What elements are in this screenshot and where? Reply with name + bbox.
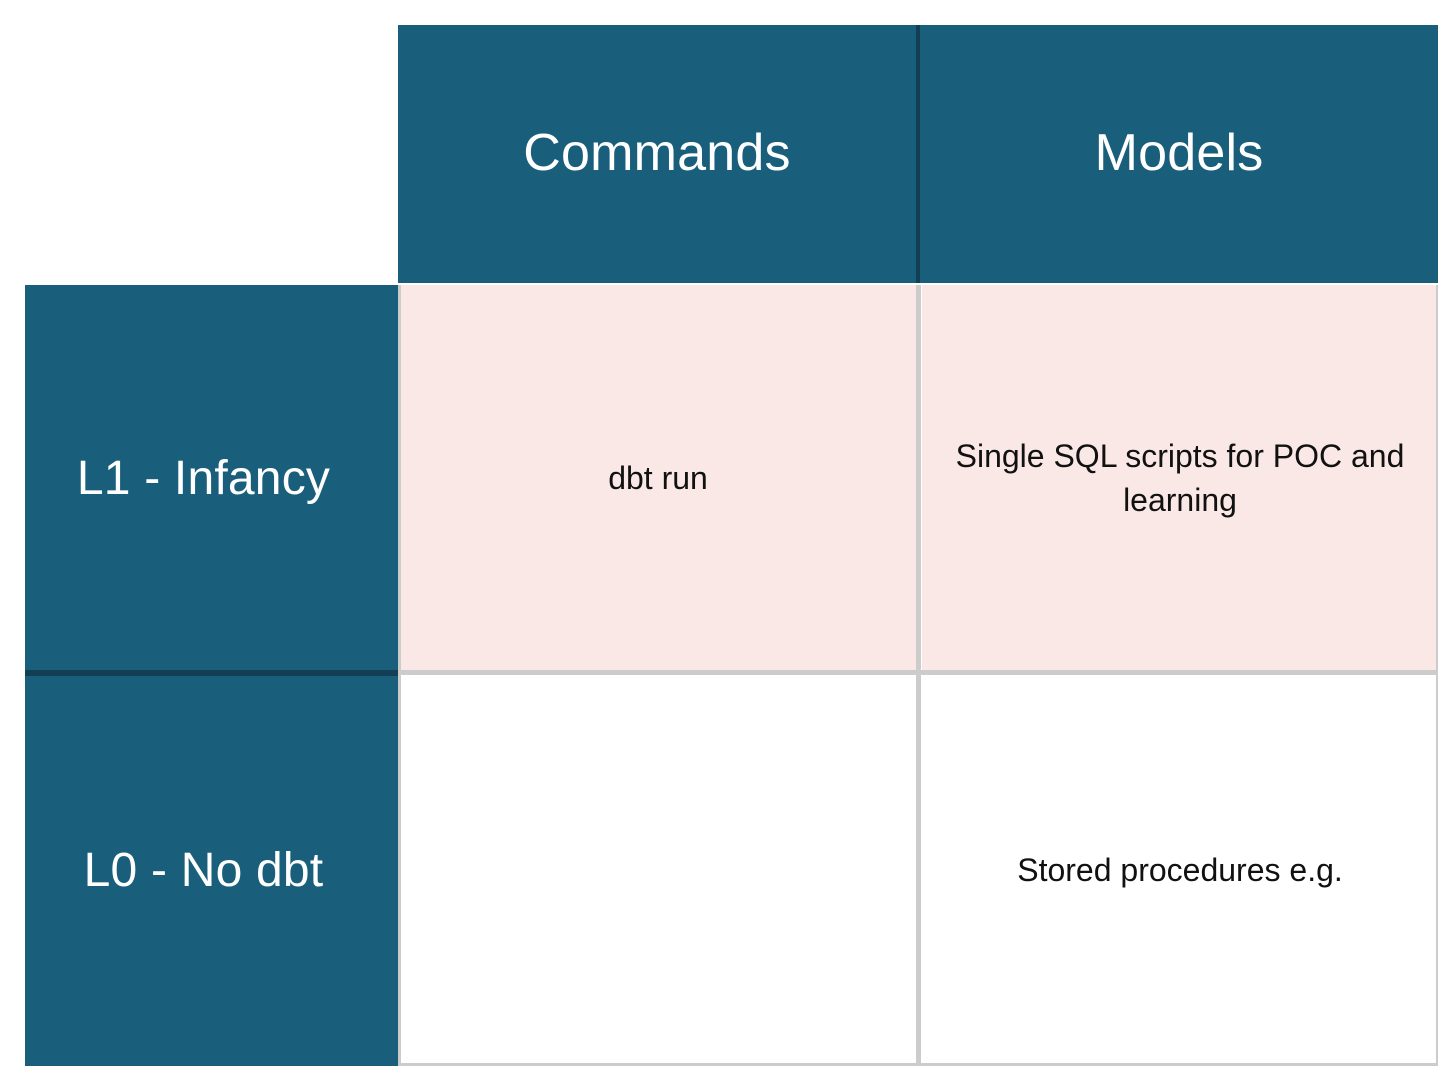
gridline-vertical-columns (916, 285, 921, 1066)
row-header-l0-no-dbt[interactable]: L0 - No dbt (25, 676, 398, 1066)
row-header-l1-infancy[interactable]: L1 - Infancy (25, 285, 398, 672)
cell-l1-infancy-commands[interactable]: dbt run (400, 285, 916, 672)
column-header-commands[interactable]: Commands (398, 25, 916, 283)
gridline-right-border (1436, 285, 1438, 1066)
cell-l1-infancy-commands-text: dbt run (608, 459, 708, 496)
column-header-divider (916, 25, 920, 283)
column-header-models-label: Models (1094, 124, 1264, 183)
cell-l0-no-dbt-models-text: Stored procedures e.g. (1017, 852, 1343, 889)
cell-l1-infancy-models[interactable]: Single SQL scripts for POC and learning (922, 285, 1438, 672)
column-header-commands-label: Commands (523, 124, 791, 183)
cell-l1-infancy-models-text: Single SQL scripts for POC and learning (955, 438, 1405, 518)
gridline-horizontal-rows (398, 670, 1438, 675)
cell-l0-no-dbt-models[interactable]: Stored procedures e.g. (922, 676, 1438, 1066)
row-header-l1-infancy-label: L1 - Infancy (76, 451, 331, 505)
gridline-bottom-border (398, 1063, 1438, 1066)
row-header-l0-no-dbt-label: L0 - No dbt (83, 844, 324, 898)
gridline-left-border (398, 285, 401, 1066)
cell-l0-no-dbt-commands[interactable] (400, 676, 916, 1066)
column-header-models[interactable]: Models (920, 25, 1438, 283)
row-header-divider (25, 670, 398, 676)
